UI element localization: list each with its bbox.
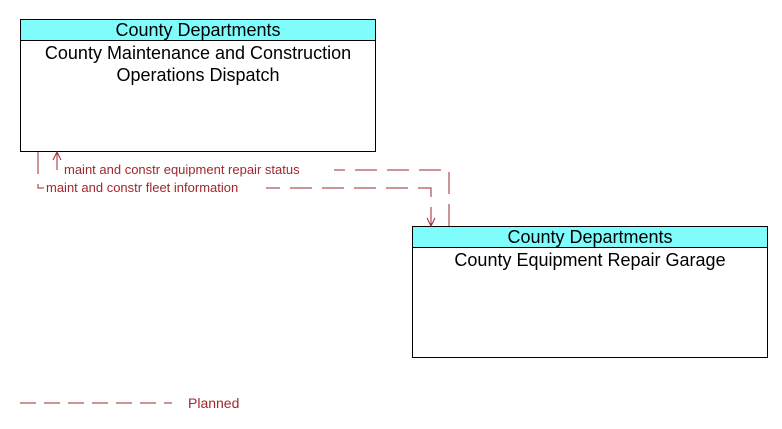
flow-line-repair-status[interactable] [56, 152, 450, 226]
flow-label-fleet-info: maint and constr fleet information [46, 180, 238, 195]
node-county-maintenance-dispatch[interactable]: County Departments County Maintenance an… [20, 19, 376, 152]
node-title: County Equipment Repair Garage [454, 250, 726, 270]
arrowhead-fleet-info [426, 217, 436, 228]
flow-label-bg [44, 179, 266, 195]
node-title: County Maintenance and Construction Oper… [44, 43, 352, 85]
node-category-header: County Departments [21, 20, 375, 41]
legend-planned-label: Planned [188, 395, 240, 411]
flow-label-bg [62, 161, 334, 177]
node-category-header: County Departments [413, 227, 767, 248]
node-county-equipment-repair-garage[interactable]: County Departments County Equipment Repa… [412, 226, 768, 358]
arrowhead-repair-status [52, 150, 62, 161]
flow-label-repair-status: maint and constr equipment repair status [64, 162, 300, 177]
